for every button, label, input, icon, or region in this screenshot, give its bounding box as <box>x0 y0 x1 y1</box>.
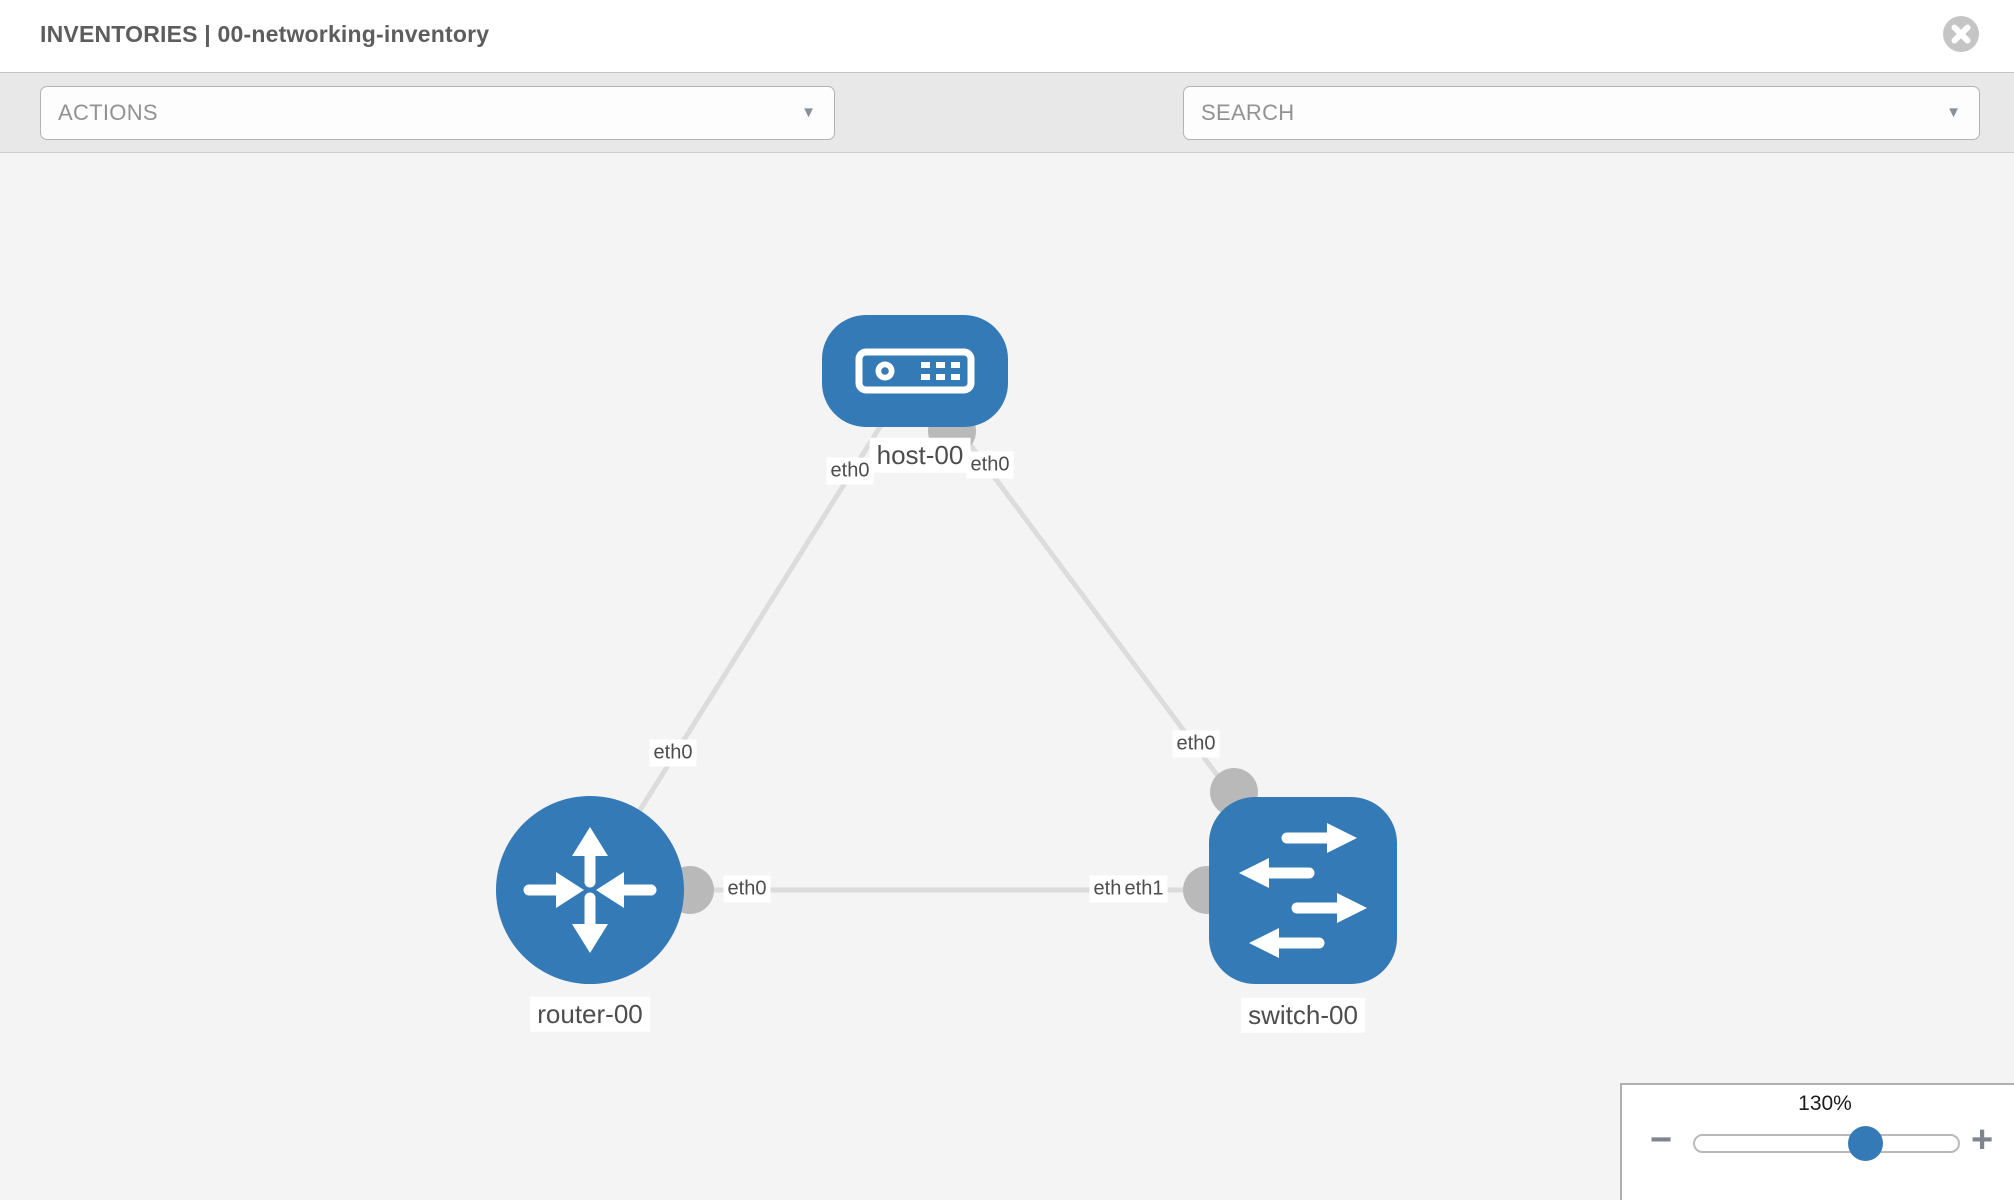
zoom-panel: 130% − + <box>1620 1083 2014 1200</box>
zoom-slider-thumb[interactable] <box>1848 1126 1883 1161</box>
switch-icon <box>1239 823 1367 958</box>
search-dropdown-label: SEARCH <box>1201 100 1295 125</box>
zoom-slider-track[interactable] <box>1693 1134 1960 1153</box>
interface-label: eth0 <box>1172 730 1220 758</box>
close-icon <box>1943 16 1979 52</box>
interface-label: eth0 <box>966 451 1014 479</box>
toolbar: ACTIONS ▼ SEARCH ▼ <box>0 72 2014 205</box>
topology-canvas[interactable]: eth0 eth0 eth0 host-00 eth0 eth0 eth0 et… <box>0 153 2014 1200</box>
zoom-out-button[interactable]: − <box>1650 1119 1673 1161</box>
node-label-host: host-00 <box>869 437 971 473</box>
chevron-down-icon: ▼ <box>1946 104 1961 121</box>
zoom-in-button[interactable]: + <box>1971 1119 1994 1161</box>
node-label-router: router-00 <box>530 996 650 1032</box>
topology-graph <box>496 315 1397 984</box>
header: INVENTORIES | 00-networking-inventory <box>0 0 2014 72</box>
node-switch-00[interactable] <box>1209 797 1397 984</box>
node-router-00[interactable] <box>496 796 684 984</box>
interface-label: eth0 <box>826 457 874 485</box>
interface-label: eth0 <box>723 875 771 903</box>
actions-dropdown-label: ACTIONS <box>58 100 158 125</box>
interface-label: eth0 <box>649 739 697 767</box>
page-title: INVENTORIES | 00-networking-inventory <box>40 21 490 47</box>
node-host-00[interactable] <box>822 315 1008 427</box>
router-icon <box>523 827 657 953</box>
zoom-level-value: 130% <box>1798 1092 1852 1115</box>
host-icon <box>855 348 975 394</box>
close-button[interactable] <box>1942 15 1980 53</box>
node-label-switch: switch-00 <box>1241 997 1365 1033</box>
actions-dropdown[interactable]: ACTIONS ▼ <box>40 86 835 140</box>
search-dropdown[interactable]: SEARCH ▼ <box>1183 86 1980 140</box>
interface-label: eth1 <box>1120 875 1168 903</box>
chevron-down-icon: ▼ <box>801 104 816 121</box>
